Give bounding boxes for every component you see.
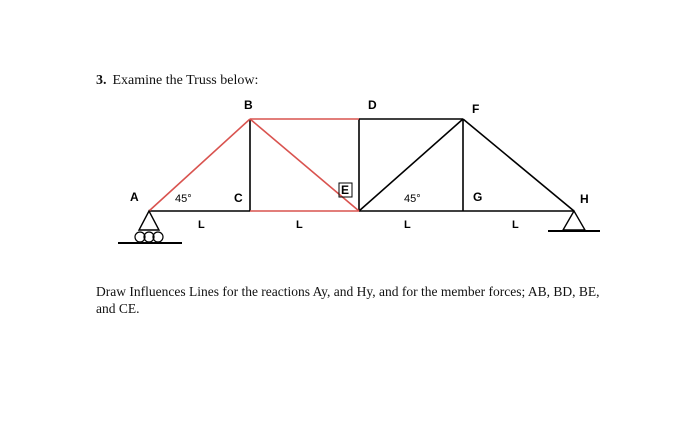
member-be — [249, 118, 360, 212]
node-label-e: E — [341, 183, 349, 197]
panel-label-1: L — [198, 219, 205, 231]
member-ef — [358, 118, 464, 212]
panel-label-3: L — [404, 219, 411, 231]
question-text: Examine the Truss below: — [112, 73, 259, 88]
node-label-f: F — [472, 102, 479, 116]
member-fh — [462, 118, 575, 212]
node-label-c: C — [234, 191, 243, 205]
node-label-h: H — [580, 192, 589, 206]
node-label-d: D — [368, 98, 377, 112]
node-e-box — [338, 182, 353, 198]
question-number: 3. — [96, 73, 107, 88]
question-title: 3. Examine the Truss below: — [96, 73, 258, 89]
panel-label-2: L — [296, 219, 303, 231]
highlighted-members — [148, 118, 360, 212]
node-label-a: A — [130, 190, 139, 204]
member-ab — [148, 118, 251, 212]
left-roller-support — [118, 209, 182, 244]
right-pin-support — [548, 209, 600, 232]
node-label-b: B — [244, 98, 253, 112]
instructions-text: Draw Influences Lines for the reactions … — [96, 284, 600, 316]
angle-label-left: 45° — [175, 193, 192, 205]
truss-members — [149, 118, 575, 212]
angle-label-right: 45° — [404, 193, 421, 205]
node-label-g: G — [473, 190, 482, 204]
panel-label-4: L — [512, 219, 519, 231]
